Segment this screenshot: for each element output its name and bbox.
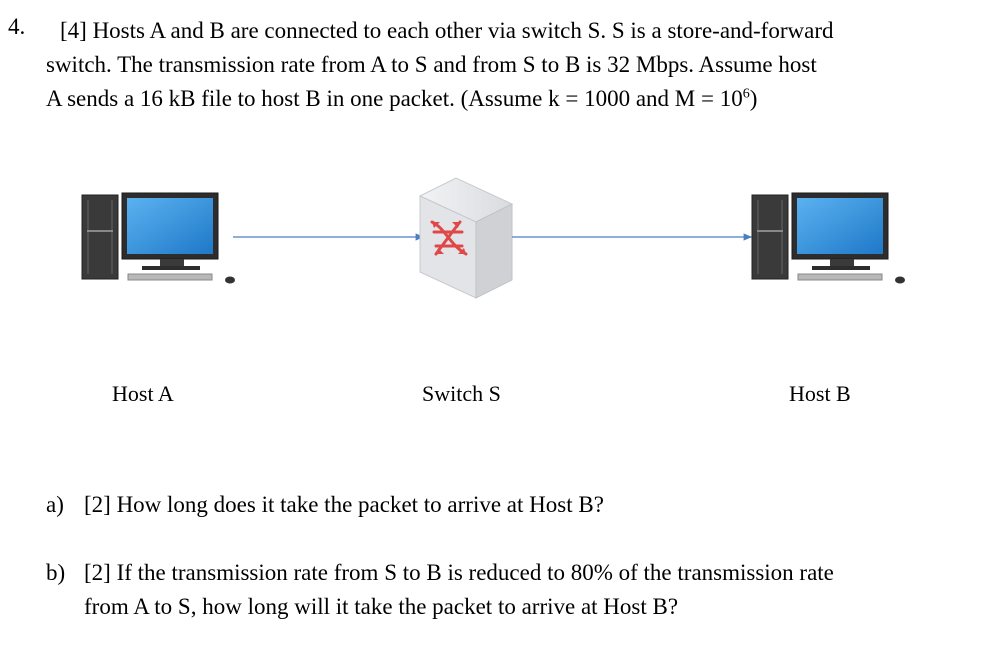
- part-b-line-2: from A to S, how long will it take the p…: [84, 594, 679, 619]
- switch-label: Switch S: [422, 381, 501, 406]
- host-a-computer-icon: [81, 192, 235, 284]
- part-a: a) [2] How long does it take the packet t…: [46, 488, 946, 522]
- question-line-3-text: A sends a 16 kB file to host B in one pa…: [46, 86, 720, 111]
- part-a-text: [2] How long does it take the packet to …: [84, 492, 604, 517]
- part-a-letter: a): [46, 492, 64, 517]
- question-text: [4] Hosts A and B are connected to each …: [46, 14, 946, 116]
- question-line-3-close: ): [749, 86, 758, 111]
- part-b: b) [2] If the transmission rate from S to…: [46, 556, 946, 624]
- host-a-label: Host A: [112, 381, 174, 406]
- network-diagram: [81, 177, 905, 299]
- question-number: 4.: [8, 14, 26, 39]
- part-b-line-1: [2] If the transmission rate from S to B…: [84, 560, 834, 585]
- host-b-label: Host B: [789, 381, 851, 406]
- part-b-letter: b): [46, 560, 66, 585]
- question-line-3: A sends a 16 kB file to host B in one pa…: [46, 82, 946, 116]
- question-line-2: switch. The transmission rate from A to …: [46, 52, 817, 77]
- power-base: 10: [719, 86, 743, 111]
- host-b-computer-icon: [751, 192, 905, 284]
- question-line-1: [4] Hosts A and B are connected to each …: [60, 18, 834, 43]
- switch-icon: [418, 177, 514, 299]
- power-exponent: 6: [742, 86, 750, 102]
